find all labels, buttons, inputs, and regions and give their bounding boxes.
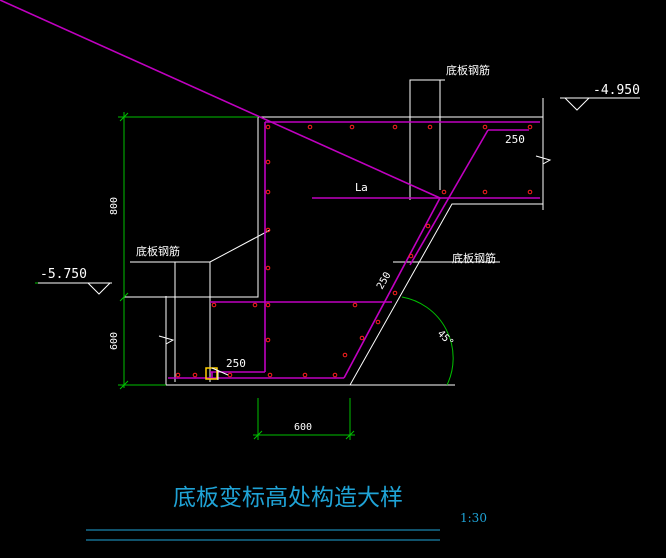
cursor-crosshair-icon [205, 367, 218, 380]
dimension-250-bottom: 250 [226, 357, 246, 370]
elevation-marker-top [560, 97, 640, 111]
elevation-left: -5.750 [40, 267, 87, 282]
title-underline [86, 529, 440, 541]
dimension-800: 800 [109, 197, 120, 215]
rebar-label-top: 底板钢筋 [446, 63, 490, 77]
rebar-dots [175, 124, 533, 378]
break-mark-right [535, 150, 552, 172]
drawing-title: 底板变标高处构造大样 [173, 485, 403, 511]
dimension-600-vertical: 600 [109, 332, 120, 350]
rebar-label-right: 底板钢筋 [452, 251, 496, 265]
la-label: La [355, 181, 368, 194]
rebar-label-left: 底板钢筋 [136, 244, 180, 258]
elevation-marker-left [35, 282, 112, 295]
break-mark-left [158, 330, 175, 352]
dimension-250-top: 250 [505, 133, 525, 146]
cursor-cross-icon [211, 367, 229, 380]
dimension-250-slope: 250 [375, 270, 394, 291]
dimension-lines [35, 112, 454, 440]
dimension-600-horizontal: 600 [294, 422, 312, 433]
concrete-outline [124, 79, 544, 386]
drawing-scale: 1:30 [460, 511, 487, 525]
rebar-lines [0, 0, 540, 379]
elevation-top: -4.950 [593, 83, 640, 98]
